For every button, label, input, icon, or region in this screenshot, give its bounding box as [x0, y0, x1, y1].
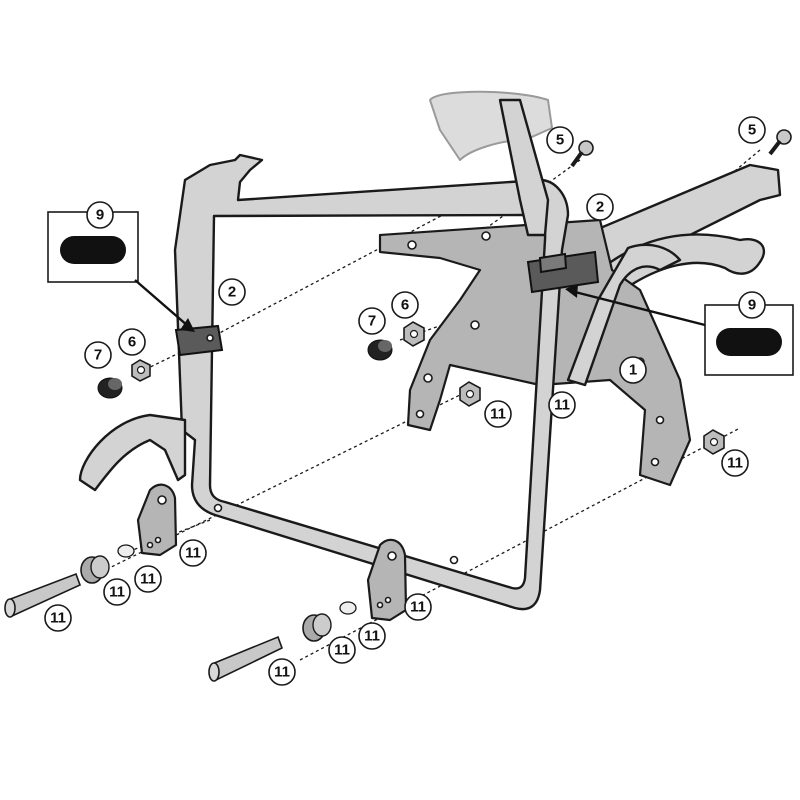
svg-text:7: 7 [368, 313, 376, 330]
callout-7-left: 7 [84, 341, 112, 369]
lower-bracket-left [136, 483, 178, 557]
nut-6-left [131, 359, 151, 382]
svg-text:11: 11 [554, 397, 570, 414]
svg-text:5: 5 [748, 122, 756, 139]
svg-text:11: 11 [490, 406, 506, 423]
svg-text:11: 11 [274, 664, 290, 681]
svg-text:11: 11 [334, 642, 350, 659]
arrow-right [565, 284, 706, 327]
callout-9-right: 9 [738, 291, 766, 319]
callout-11-right-bracket: 11 [404, 593, 432, 621]
callout-11-right-washer: 11 [358, 622, 386, 650]
svg-text:11: 11 [410, 599, 426, 616]
svg-text:7: 7 [94, 347, 102, 364]
svg-text:11: 11 [364, 628, 380, 645]
cap-nut-7-right [367, 339, 393, 361]
callout-6-right: 6 [391, 291, 419, 319]
cap-nut-7-left [97, 377, 123, 399]
callout-9-left: 9 [86, 201, 114, 229]
svg-text:2: 2 [228, 284, 236, 301]
callout-1: 1 [619, 356, 647, 384]
svg-text:1: 1 [629, 362, 637, 379]
callout-11-left-bracket: 11 [179, 539, 207, 567]
callout-11-right-nut: 11 [721, 449, 749, 477]
svg-text:11: 11 [727, 455, 743, 472]
svg-text:2: 2 [596, 199, 604, 216]
screw-5-left [570, 140, 594, 168]
arrow-left [134, 279, 195, 332]
callout-11-left-bolt: 11 [44, 604, 72, 632]
callout-5-right: 5 [738, 116, 766, 144]
bolt-right [208, 635, 283, 682]
svg-text:11: 11 [109, 584, 125, 601]
svg-text:6: 6 [401, 297, 409, 314]
callout-5-left: 5 [546, 126, 574, 154]
callout-11-mid: 11 [548, 391, 576, 419]
screw-5-right [768, 129, 792, 156]
spacer-left [80, 555, 110, 584]
svg-text:11: 11 [185, 545, 201, 562]
support-bar-right [566, 243, 682, 387]
nut-6-right [403, 321, 425, 347]
nut-11-center [459, 381, 481, 407]
callout-2-left: 2 [218, 278, 246, 306]
nut-11-right [703, 429, 725, 455]
side-case-frame [173, 153, 570, 611]
washer-left [117, 544, 135, 558]
svg-text:6: 6 [128, 334, 136, 351]
sticker-box-left [47, 211, 139, 283]
spacer-right [302, 613, 332, 642]
callout-6-left: 6 [118, 328, 146, 356]
svg-text:11: 11 [50, 610, 66, 627]
svg-text:5: 5 [556, 132, 564, 149]
clamp-right [526, 250, 600, 294]
callout-11-center: 11 [484, 400, 512, 428]
callout-7-right: 7 [358, 307, 386, 335]
washer-right [339, 601, 357, 615]
svg-text:9: 9 [748, 297, 756, 314]
svg-text:11: 11 [140, 571, 156, 588]
support-bar [498, 98, 550, 237]
callout-2-right: 2 [586, 193, 614, 221]
callout-11-left-washer: 11 [134, 565, 162, 593]
clamp-left [174, 324, 224, 357]
lower-bracket-right [366, 538, 408, 622]
callout-11-right-bolt: 11 [268, 658, 296, 686]
callout-11-left-spacer: 11 [103, 578, 131, 606]
svg-text:9: 9 [96, 207, 104, 224]
bolt-left [4, 572, 82, 618]
frame-leg [78, 413, 187, 492]
callout-11-right-spacer: 11 [328, 636, 356, 664]
